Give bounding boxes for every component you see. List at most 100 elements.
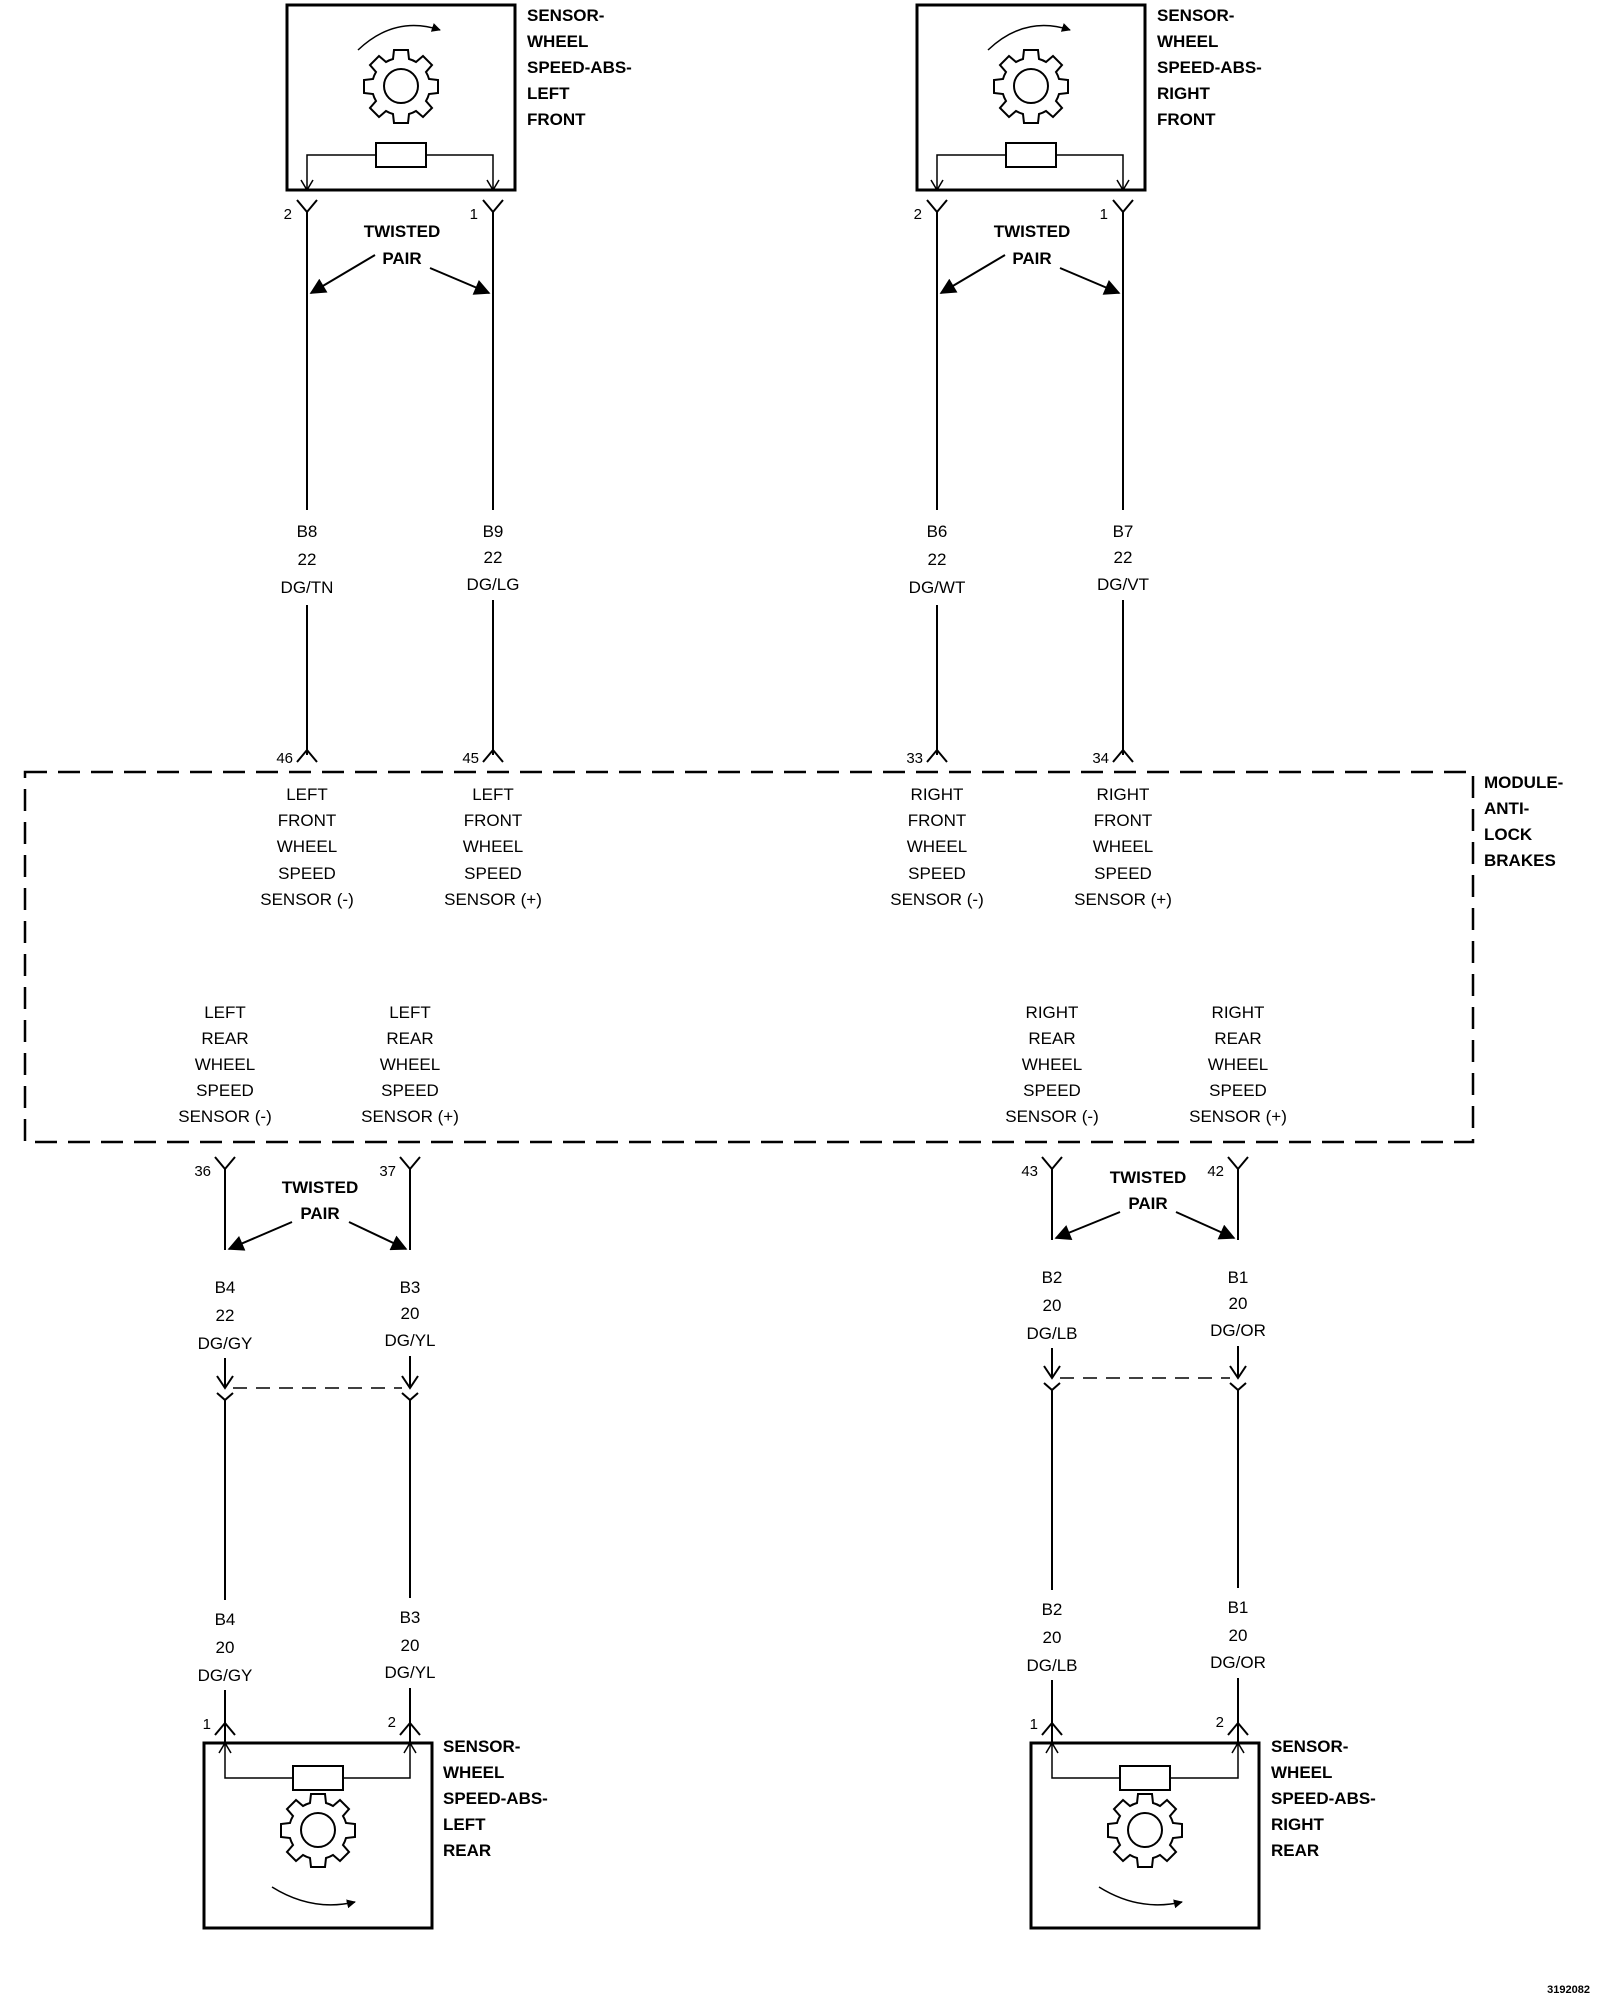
wire-gauge: 20 [1043, 1296, 1062, 1315]
wire-color: DG/GY [198, 1666, 253, 1685]
pin-desc-line: SPEED [1023, 1081, 1081, 1100]
sensor-right-rear-box [1029, 1741, 1261, 1930]
resistor-icon [292, 1765, 344, 1791]
wire-b4-inline-connector [216, 1358, 234, 1745]
wire-b9-lower [482, 600, 504, 763]
module-pin-lr-neg-desc: LEFT REAR WHEEL SPEED SENSOR (-) [178, 1003, 272, 1126]
pin-desc-line: REAR [386, 1029, 433, 1048]
sensor-label-line: RIGHT [1271, 1815, 1325, 1834]
pin-desc-line: LEFT [286, 785, 328, 804]
wire-gauge: 22 [928, 550, 947, 569]
module-pin-number: 45 [462, 750, 479, 767]
rotation-arrow-icon [1098, 1886, 1183, 1909]
pin-desc-line: SENSOR (-) [890, 890, 984, 909]
wire-gauge: 20 [1229, 1294, 1248, 1313]
pin-desc-line: LEFT [389, 1003, 431, 1022]
pin-number: 2 [1216, 1714, 1224, 1731]
pin-desc-line: SENSOR (+) [361, 1107, 459, 1126]
wire-gauge: 22 [298, 550, 317, 569]
pin-number: 1 [1100, 206, 1108, 223]
rear-sensor-connectors: 1 2 1 2 [203, 1690, 1249, 1736]
twisted-pair-arrow [348, 1221, 408, 1251]
wire-gauge: 20 [1229, 1626, 1248, 1645]
label-masks [188, 515, 1275, 1690]
sensor-label-line: FRONT [1157, 110, 1216, 129]
pin-desc-line: SPEED [278, 864, 336, 883]
sensor-label-line: REAR [1271, 1841, 1319, 1860]
sensor-left-rear: SENSOR- WHEEL SPEED-ABS- LEFT REAR [202, 1737, 548, 1930]
wire-b1-inline-connector [1229, 1346, 1247, 1745]
twisted-pair-arrow [1054, 1211, 1121, 1240]
sensor-left-front-box [285, 3, 517, 192]
wire-color: DG/LG [467, 575, 520, 594]
wire-circuit-id: B6 [927, 522, 948, 541]
twisted-pair-label: PAIR [1128, 1194, 1167, 1213]
terminal-arrow-icon [1231, 1741, 1245, 1754]
pin-desc-line: SPEED [381, 1081, 439, 1100]
sensor-label-line: LEFT [443, 1815, 486, 1834]
module-pin-rf-neg-desc: RIGHT FRONT WHEEL SPEED SENSOR (-) [890, 785, 984, 909]
pin-desc-line: WHEEL [1093, 837, 1153, 856]
pin-desc-line: FRONT [278, 811, 337, 830]
terminal-arrow-icon [218, 1741, 232, 1754]
sensor-label-line: REAR [443, 1841, 491, 1860]
pin-desc-line: SPEED [464, 864, 522, 883]
twisted-pair-label: TWISTED [1110, 1168, 1187, 1187]
wire-circuit-id: B2 [1042, 1268, 1063, 1287]
pin-number: 1 [203, 1716, 211, 1733]
pin-number: 2 [914, 206, 922, 223]
pin-desc-line: SPEED [196, 1081, 254, 1100]
wire-circuit-id: B4 [215, 1278, 236, 1297]
module-label-line: MODULE- [1484, 773, 1563, 792]
twisted-pair-arrow [429, 267, 491, 295]
terminal-arrow-icon [300, 179, 314, 192]
pin-desc-line: SPEED [1209, 1081, 1267, 1100]
pin-desc-line: REAR [1214, 1029, 1261, 1048]
wire-b7-upper [1112, 199, 1134, 510]
twisted-pair-arrow [309, 254, 376, 294]
twisted-pair-arrow [1175, 1211, 1236, 1240]
pin-desc-line: SPEED [1094, 864, 1152, 883]
wire-gauge: 20 [401, 1636, 420, 1655]
wire-color: DG/LB [1026, 1324, 1077, 1343]
pin-desc-line: SENSOR (+) [1074, 890, 1172, 909]
wire-color: DG/TN [281, 578, 334, 597]
wire-circuit-id: B9 [483, 522, 504, 541]
wire-circuit-id: B3 [400, 1608, 421, 1627]
wire-b2-inline-connector [1043, 1348, 1061, 1745]
pin-desc-line: REAR [1028, 1029, 1075, 1048]
pin-desc-line: SENSOR (+) [444, 890, 542, 909]
pin-desc-line: SENSOR (-) [1005, 1107, 1099, 1126]
pin-desc-line: SENSOR (+) [1189, 1107, 1287, 1126]
front-wiring: 2 1 2 1 TWISTED PAIR TWISTED PAIR B8 22 … [276, 199, 1149, 767]
wire-gauge: 20 [401, 1304, 420, 1323]
pin-desc-line: RIGHT [1097, 785, 1150, 804]
module-label-line: ANTI- [1484, 799, 1529, 818]
pin-desc-line: WHEEL [277, 837, 337, 856]
wire-b3-inline-connector [401, 1356, 419, 1745]
twisted-pair-label: TWISTED [994, 222, 1071, 241]
wire-b2-module [1041, 1156, 1063, 1240]
module-pin-number: 42 [1207, 1163, 1224, 1180]
pin-number: 1 [1030, 1716, 1038, 1733]
wire-gauge: 22 [1114, 548, 1133, 567]
module-pin-number: 34 [1092, 750, 1109, 767]
wire-circuit-id: B3 [400, 1278, 421, 1297]
pin-desc-line: SPEED [908, 864, 966, 883]
terminal-fork-icon [214, 1700, 236, 1736]
module-pin-lf-neg-desc: LEFT FRONT WHEEL SPEED SENSOR (-) [260, 785, 354, 909]
module-pin-number: 33 [906, 750, 923, 767]
sensor-label-line: SENSOR- [527, 6, 604, 25]
wire-circuit-id: B4 [215, 1610, 236, 1629]
sensor-label-line: SPEED-ABS- [443, 1789, 548, 1808]
module-pin-rr-neg-desc: RIGHT REAR WHEEL SPEED SENSOR (-) [1005, 1003, 1099, 1126]
wire-circuit-id: B1 [1228, 1598, 1249, 1617]
module-pin-lr-pos-desc: LEFT REAR WHEEL SPEED SENSOR (+) [361, 1003, 459, 1126]
pin-number: 2 [388, 1714, 396, 1731]
wire-color: DG/WT [909, 578, 966, 597]
terminal-arrow-icon [1045, 1741, 1059, 1754]
pin-desc-line: RIGHT [1212, 1003, 1265, 1022]
terminal-arrow-icon [486, 179, 500, 192]
wire-circuit-id: B8 [297, 522, 318, 541]
